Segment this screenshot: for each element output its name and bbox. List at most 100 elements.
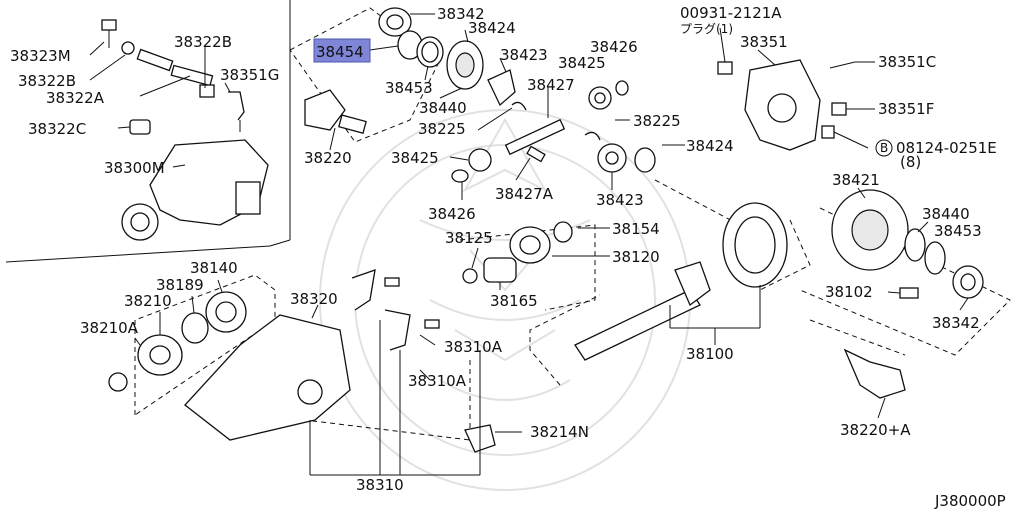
- label-38421: 38421: [832, 171, 880, 189]
- part-flange-38220A: [843, 348, 906, 399]
- part-bearing-38140: [205, 291, 247, 333]
- label-38120: 38120: [612, 248, 660, 266]
- part-washer-38426-top: [615, 80, 629, 96]
- label-38322A: 38322A: [46, 89, 105, 107]
- label-38225-a: 38225: [418, 120, 466, 138]
- label-38351C: 38351C: [878, 53, 936, 71]
- label-38424-top: 38424: [468, 19, 516, 37]
- label-38154: 38154: [612, 220, 660, 238]
- part-mount-38310: [351, 269, 440, 351]
- label-38440-top: 38440: [419, 99, 467, 117]
- part-stud-38351C: [829, 61, 856, 69]
- label-38300M: 38300M: [104, 159, 165, 177]
- part-plug-00931: [717, 61, 733, 75]
- dashed-group-outlines: [134, 7, 1011, 441]
- part-drive-pinion-38100: [574, 261, 711, 361]
- part-washer-38125: [462, 268, 478, 284]
- part-seal-38189: [181, 312, 209, 344]
- label-38220: 38220: [304, 149, 352, 167]
- label-38140: 38140: [190, 259, 238, 277]
- part-bolt-38351F: [831, 102, 847, 116]
- label-38423-mid: 38423: [596, 191, 644, 209]
- label-38342-r: 38342: [932, 314, 980, 332]
- part-gear-38425-mid: [468, 148, 492, 172]
- label-38426-mid: 38426: [428, 205, 476, 223]
- label-38322B: 38322B: [18, 72, 76, 90]
- label-38426-top: 38426: [590, 38, 638, 56]
- part-shaft-38427: [504, 118, 566, 156]
- bolt-ref-circle: [875, 139, 893, 157]
- label-38453-top: 38453: [385, 79, 433, 97]
- label-08124-qty: (8): [900, 153, 921, 171]
- part-washer-38426-mid: [451, 169, 469, 183]
- label-38427: 38427: [527, 76, 575, 94]
- part-clip-38225-mid: [584, 131, 601, 141]
- part-bolt-08124: [821, 125, 835, 139]
- label-38125: 38125: [445, 229, 493, 247]
- part-breather-38351G: [228, 91, 245, 132]
- part-ring-gear: [722, 202, 788, 288]
- label-38210A: 38210A: [80, 319, 139, 337]
- part-washer-38440-r: [904, 228, 926, 262]
- part-bearing-38342-r: [952, 265, 984, 299]
- label-38310A-2: 38310A: [408, 372, 467, 390]
- part-nut-38210A: [108, 372, 128, 392]
- part-gear-38425-top: [588, 86, 612, 110]
- part-bearing-38342-top: [378, 7, 412, 37]
- part-pin-38427A: [526, 145, 546, 163]
- part-shaft-38322A: [170, 64, 215, 98]
- part-carrier-assembly-38300M: [121, 139, 269, 241]
- label-38351G: 38351G: [220, 66, 279, 84]
- label-38320: 38320: [290, 290, 338, 308]
- label-38342-top: 38342: [437, 5, 485, 23]
- part-pin-38322B: [121, 41, 174, 72]
- label-38310A-1: 38310A: [444, 338, 503, 356]
- part-companion-flange-38220: [304, 89, 367, 134]
- part-bush-38322C: [129, 119, 151, 135]
- label-38189: 38189: [156, 276, 204, 294]
- label-38425-mid: 38425: [391, 149, 439, 167]
- label-38323M: 38323M: [10, 47, 71, 65]
- part-cover-38351: [744, 59, 821, 151]
- part-housing-38320: [184, 314, 351, 441]
- label-bolt-ref-b: B: [880, 141, 888, 155]
- part-bolt-38323M: [101, 19, 117, 48]
- label-38351: 38351: [740, 33, 788, 51]
- label-38165: 38165: [490, 292, 538, 310]
- panel-frame: [5, 0, 291, 263]
- label-38102: 38102: [825, 283, 873, 301]
- label-38454: 38454: [316, 43, 364, 61]
- label-38322B-top: 38322B: [174, 33, 232, 51]
- label-38100: 38100: [686, 345, 734, 363]
- label-38423-top: 38423: [500, 46, 548, 64]
- part-washer-38453-top: [416, 36, 444, 68]
- label-38310: 38310: [356, 476, 404, 494]
- label-38425-top: 38425: [558, 54, 606, 72]
- diagram-code: J380000P: [934, 492, 1006, 510]
- part-clip-38225-top: [511, 101, 527, 111]
- part-washer-38424-mid: [634, 147, 656, 173]
- part-spacer-38165: [483, 257, 517, 283]
- part-bolt-38102: [899, 287, 919, 299]
- part-gear-38423-mid: [597, 143, 627, 173]
- label-38424-mid: 38424: [686, 137, 734, 155]
- label-08124-0251E: 08124-0251E: [896, 139, 997, 157]
- part-bearing-38120: [509, 226, 551, 264]
- part-gear-38423-top: [487, 69, 516, 107]
- label-38225-b: 38225: [633, 112, 681, 130]
- part-diff-case-38421: [831, 189, 909, 271]
- label-38351F: 38351F: [878, 100, 934, 118]
- label-38214N: 38214N: [530, 423, 589, 441]
- part-labels: 38323M 38322B 38322B 38322A 38351G 38322…: [10, 4, 1006, 510]
- label-00931-2121A: 00931-2121A: [680, 4, 782, 22]
- label-38220-A: 38220+A: [840, 421, 911, 439]
- part-shim-38154: [553, 221, 573, 243]
- part-case-38424-top: [446, 40, 484, 90]
- highlighted-part-box: [313, 38, 371, 63]
- label-38440-r: 38440: [922, 205, 970, 223]
- label-38427A: 38427A: [495, 185, 554, 203]
- part-flange-38210: [137, 334, 183, 376]
- label-38322C: 38322C: [28, 120, 86, 138]
